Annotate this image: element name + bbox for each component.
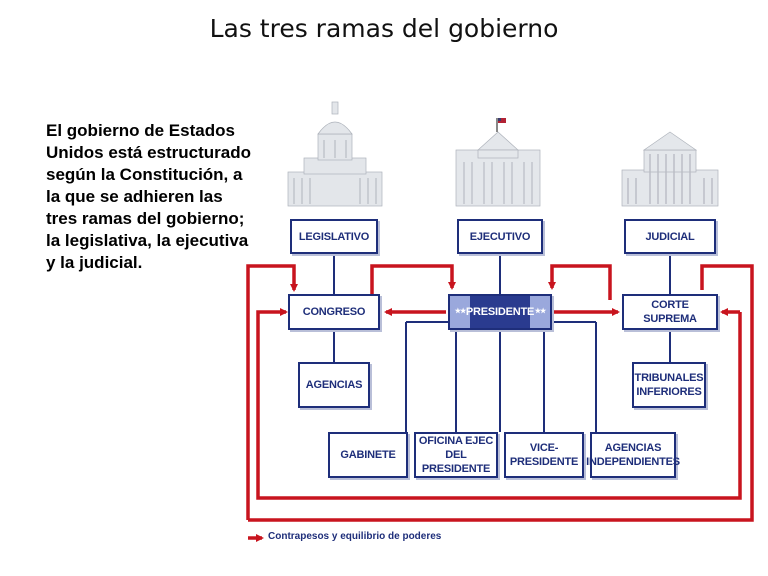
page-title: Las tres ramas del gobierno bbox=[209, 14, 559, 43]
president-label: PRESIDENTE bbox=[465, 306, 535, 318]
cabinet-box: GABINETE bbox=[328, 432, 408, 478]
vice-president-box: VICE- PRESIDENTE bbox=[504, 432, 584, 478]
vice-president-label-2: PRESIDENTE bbox=[509, 456, 579, 468]
white-house-icon bbox=[455, 118, 541, 207]
legislative-label: LEGISLATIVO bbox=[298, 230, 370, 243]
exec-office-label-1: OFICINA EJEC bbox=[418, 435, 494, 447]
lower-courts-box: TRIBUNALES INFERIORES bbox=[632, 362, 706, 408]
capitol-building-icon bbox=[287, 101, 383, 207]
congress-box: CONGRESO bbox=[288, 294, 380, 330]
independent-agencies-label-2: INDEPENDIENTES bbox=[586, 456, 680, 468]
checks-and-balances-arrows bbox=[246, 264, 754, 542]
independent-agencies-label-1: AGENCIAS bbox=[604, 442, 662, 454]
exec-office-label-2: DEL PRESIDENTE bbox=[421, 449, 491, 475]
exec-office-box: OFICINA EJEC DEL PRESIDENTE bbox=[414, 432, 498, 478]
lower-courts-label-2: INFERIORES bbox=[636, 386, 702, 398]
hierarchy-connectors bbox=[333, 254, 671, 432]
cabinet-label: GABINETE bbox=[340, 449, 396, 461]
vice-president-label-1: VICE- bbox=[529, 442, 559, 454]
agencies-label: AGENCIAS bbox=[305, 379, 363, 391]
supreme-court-box: CORTE SUPREMA bbox=[622, 294, 718, 330]
judicial-branch-box: JUDICIAL bbox=[624, 219, 716, 254]
legislative-branch-box: LEGISLATIVO bbox=[290, 219, 378, 254]
lower-courts-label-1: TRIBUNALES bbox=[634, 372, 704, 384]
executive-label: EJECUTIVO bbox=[469, 230, 531, 243]
legend-label: Contrapesos y equilibrio de poderes bbox=[268, 531, 442, 542]
agencies-box: AGENCIAS bbox=[298, 362, 370, 408]
star-icon: ★★ bbox=[534, 308, 547, 315]
intro-paragraph: El gobierno de Estados Unidos está estru… bbox=[46, 121, 251, 272]
star-icon: ★★ bbox=[454, 308, 467, 315]
congress-label: CONGRESO bbox=[302, 306, 366, 318]
judicial-label: JUDICIAL bbox=[645, 230, 695, 243]
independent-agencies-box: AGENCIAS INDEPENDIENTES bbox=[586, 432, 680, 478]
supreme-court-building-icon bbox=[621, 131, 719, 207]
supreme-court-label: CORTE SUPREMA bbox=[643, 299, 697, 325]
president-box: ★★ PRESIDENTE ★★ bbox=[448, 294, 552, 330]
executive-branch-box: EJECUTIVO bbox=[457, 219, 543, 254]
